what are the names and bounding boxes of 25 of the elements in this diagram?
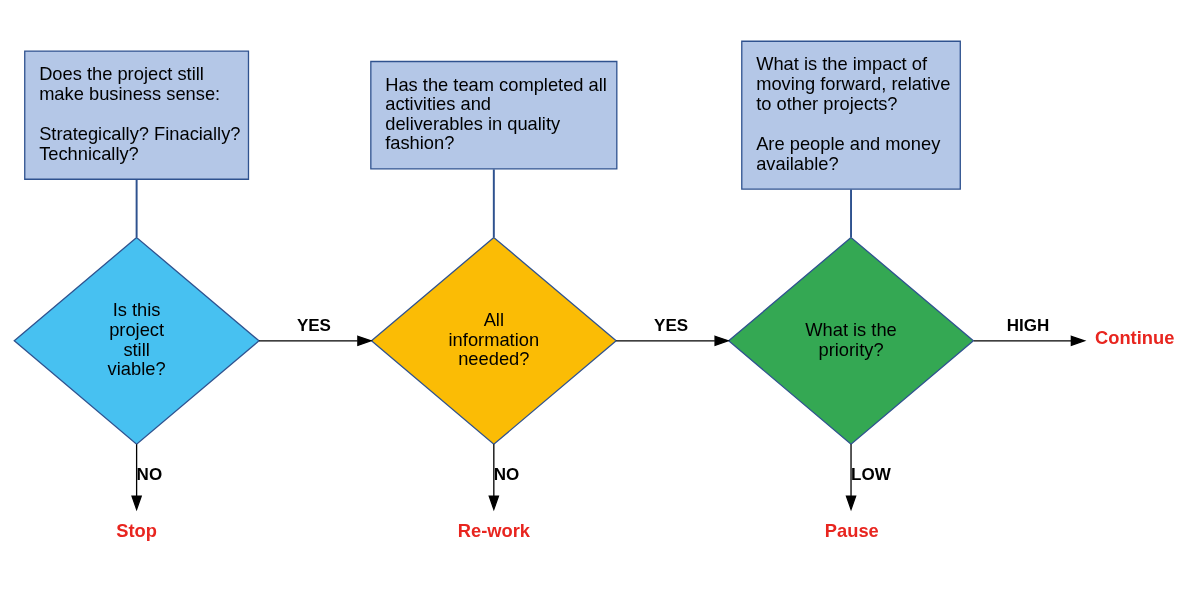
- connector: [492, 167, 495, 238]
- node-text: Pause: [824, 519, 879, 541]
- arrow: [973, 334, 1087, 346]
- connector: [135, 178, 138, 238]
- connector: [850, 188, 852, 238]
- arrow: [845, 443, 857, 511]
- edge-label: LOW: [851, 464, 891, 484]
- edge-label: YES: [654, 315, 689, 335]
- arrow: [488, 443, 500, 511]
- edge-label: YES: [296, 315, 331, 335]
- node-box: Has the team completed all activities and deliverables in quality fashion?: [370, 60, 618, 169]
- edge-label: NO: [493, 464, 520, 484]
- node-diamond: All information needed?: [370, 236, 618, 445]
- node-box: Does the project still make business sense: Strategically? Finacially? Technically?: [24, 49, 250, 180]
- arrow: [615, 334, 731, 346]
- node-diamond: What is the priority?: [727, 236, 975, 445]
- arrow: [131, 443, 143, 511]
- edge-label: NO: [136, 464, 163, 484]
- arrow: [258, 334, 373, 346]
- node-diamond: Is this project still viable?: [13, 236, 260, 445]
- node-text: Stop: [116, 519, 157, 541]
- node-text: Continue: [1095, 326, 1175, 348]
- node-text: Re-work: [457, 519, 531, 541]
- edge-label: HIGH: [1006, 315, 1050, 335]
- node-box: What is the impact of moving forward, relative to other projects? Are people and money available?: [741, 40, 961, 190]
